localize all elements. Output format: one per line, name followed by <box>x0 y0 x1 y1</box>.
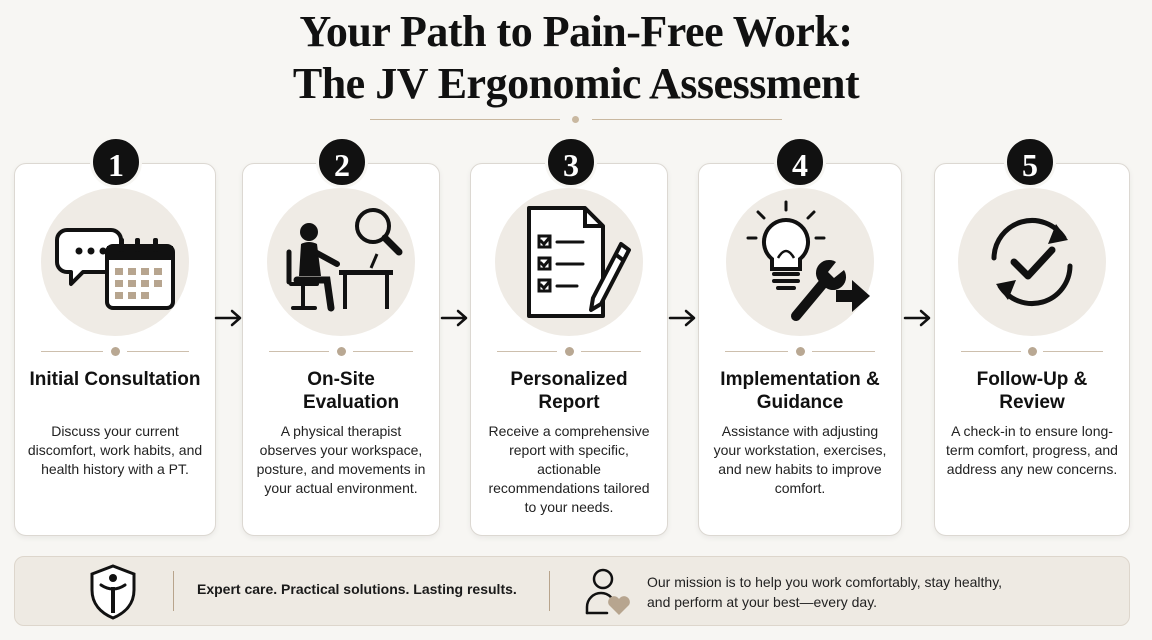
card-divider <box>269 347 413 356</box>
arrow-right-icon <box>440 309 468 327</box>
title-divider <box>370 116 782 123</box>
lightbulb-wrench-icon <box>726 188 874 336</box>
step-card-2: On-Site Evaluation A physical therapist … <box>242 163 440 536</box>
title-line-2: The JV Ergonomic Assessment <box>292 59 860 108</box>
step-card-5: Follow-Up & Review A check-in to ensure … <box>934 163 1130 536</box>
step-5-badge: 5 <box>1004 136 1056 188</box>
step-card-1: Initial Consultation Discuss your curren… <box>14 163 216 536</box>
step-4-title: Implementation & Guidance <box>720 369 880 413</box>
footer-mission: Our mission is to help you work comforta… <box>647 572 1087 612</box>
arrow-right-icon <box>214 309 242 327</box>
step-card-3: Personalized Report Receive a comprehens… <box>470 163 668 536</box>
shield-person-icon <box>90 564 136 620</box>
user-heart-icon <box>585 568 630 615</box>
step-1-badge: 1 <box>90 136 142 188</box>
arrow-right-icon <box>903 309 931 327</box>
checklist-pen-icon <box>495 188 643 336</box>
step-2-description: A physical therapist observes your works… <box>256 423 426 496</box>
step-4-badge: 4 <box>774 136 826 188</box>
page-title: Your Path to Pain-Free Work: The JV Ergo… <box>0 6 1152 110</box>
step-1-title: Initial Consultation <box>29 369 201 390</box>
step-3-title: Personalized Report <box>510 369 628 413</box>
mission-line-1: Our mission is to help you work comforta… <box>647 574 1003 590</box>
step-1-description: Discuss your current discomfort, work ha… <box>27 423 203 477</box>
footer-banner: Expert care. Practical solutions. Lastin… <box>14 556 1130 626</box>
refresh-check-icon <box>958 188 1106 336</box>
title-line-1: Your Path to Pain-Free Work: <box>299 7 853 56</box>
mission-line-2: and perform at your best—every day. <box>647 594 878 610</box>
card-divider <box>961 347 1103 356</box>
footer-separator <box>173 571 174 611</box>
step-3-badge: 3 <box>545 136 597 188</box>
step-4-description: Assistance with adjusting your workstati… <box>713 423 887 496</box>
step-3-description: Receive a comprehensive report with spec… <box>488 423 650 515</box>
step-2-badge: 2 <box>316 136 368 188</box>
card-divider <box>497 347 641 356</box>
footer-separator <box>549 571 550 611</box>
person-desk-magnifier-icon <box>267 188 415 336</box>
arrow-right-icon <box>668 309 696 327</box>
step-2-title: On-Site Evaluation <box>303 369 400 413</box>
step-5-title: Follow-Up & Review <box>976 369 1088 413</box>
chat-calendar-icon <box>41 188 189 336</box>
step-card-4: Implementation & Guidance Assistance wit… <box>698 163 902 536</box>
card-divider <box>41 347 189 356</box>
step-5-description: A check-in to ensure long-term comfort, … <box>946 423 1118 477</box>
footer-tagline: Expert care. Practical solutions. Lastin… <box>197 581 517 597</box>
card-divider <box>725 347 875 356</box>
